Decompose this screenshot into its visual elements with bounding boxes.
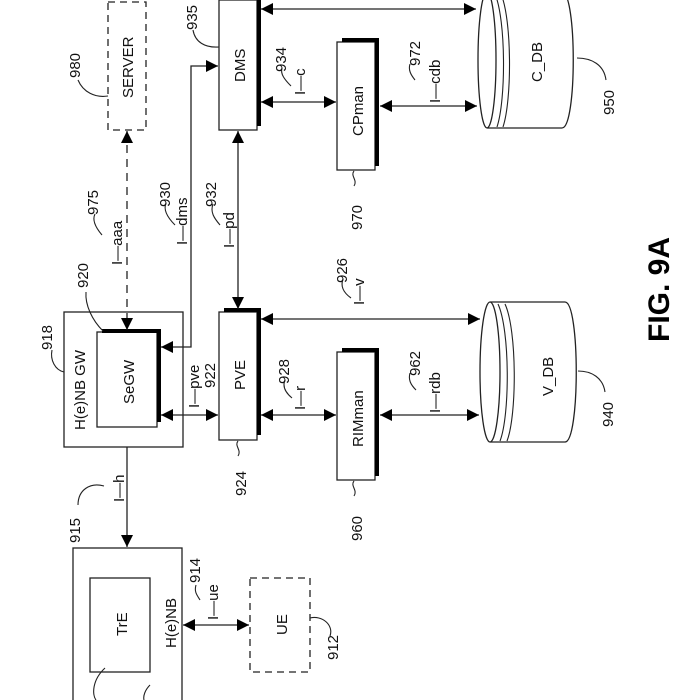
server-node[interactable]: SERVER <box>107 1 147 131</box>
v-db-ring-2 <box>504 303 515 442</box>
i-aaa-ref-leader <box>93 213 103 236</box>
henb-gw-ref-leader <box>51 349 65 373</box>
i-pd-ref-leader <box>211 203 221 226</box>
tre-node[interactable]: TrE <box>89 577 151 673</box>
segw-box[interactable] <box>96 331 158 428</box>
pve-thick-edge <box>224 308 261 435</box>
rimman-label: RIMman <box>350 390 367 447</box>
server-ref: 980 <box>67 53 84 78</box>
henb-gw-ref: 918 <box>39 325 56 350</box>
segw-node[interactable]: SeGW <box>96 329 161 428</box>
i-rdb-ref-leader <box>408 372 417 391</box>
v-db-ref: 940 <box>600 402 617 427</box>
i-ue-ref-leader <box>194 584 201 601</box>
cpman-node[interactable]: CPman <box>336 38 379 171</box>
i-pd-ref: 932 <box>203 182 220 207</box>
i-r-ref: 928 <box>276 359 293 384</box>
v-db-cap <box>479 301 501 443</box>
i-v-ref: 926 <box>334 258 351 283</box>
i-aaa-ref: 975 <box>85 190 102 215</box>
pve-node[interactable]: PVE <box>218 308 261 441</box>
i-rdb-ref: 962 <box>407 351 424 376</box>
i-c-ref-leader <box>281 67 292 87</box>
i-r-label: I—r <box>292 386 309 410</box>
server-ref-leader <box>77 79 109 97</box>
ue-label: UE <box>274 614 291 635</box>
rimman-thick-edge <box>342 348 379 476</box>
henb-ref: 915 <box>67 518 84 543</box>
i-r-ref-leader <box>283 379 293 399</box>
segw-ref-leader <box>85 291 104 332</box>
dms-label: DMS <box>232 49 249 82</box>
server-box[interactable] <box>107 1 147 131</box>
i-cdb-ref: 972 <box>407 41 424 66</box>
dms-ref-leader <box>192 29 220 48</box>
i-h-label: I—h <box>111 474 128 502</box>
cpman-label: CPman <box>350 86 367 136</box>
ue-node[interactable]: UE <box>249 577 311 673</box>
v-db-node[interactable]: V_DB <box>479 301 577 443</box>
c-db-label: C_DB <box>529 42 546 82</box>
pve-box[interactable] <box>218 311 258 441</box>
i-v-ref-leader <box>341 278 352 299</box>
i-v-label: I—v <box>351 278 368 305</box>
i-pve-ref: 922 <box>202 363 219 388</box>
rimman-ref: 960 <box>349 516 366 541</box>
rimman-node[interactable]: RIMman <box>336 348 379 481</box>
i-ue-label: I—ue <box>205 584 222 620</box>
i-pd-label: I—pd <box>221 212 238 248</box>
henb-leader-line <box>143 684 151 700</box>
v-db-ring-1 <box>497 303 508 442</box>
rimman-ref-leader <box>352 480 356 497</box>
cpman-ref-leader <box>352 170 356 187</box>
cpman-ref: 970 <box>349 205 366 230</box>
tre-leader-line <box>93 667 106 700</box>
tre-label: TrE <box>114 612 131 636</box>
i-aaa-label: I—aaa <box>109 220 126 265</box>
cpman-box[interactable] <box>336 41 376 171</box>
segw-label: SeGW <box>121 359 138 404</box>
cpman-thick-edge <box>342 38 379 166</box>
i-pve-label: I—pve <box>186 365 203 408</box>
server-label: SERVER <box>120 36 137 98</box>
i-cdb-ref-leader <box>408 63 416 81</box>
henb-label: H(e)NB <box>163 598 180 648</box>
segw-ref: 920 <box>75 263 92 288</box>
i-h-ref-leader <box>77 484 105 506</box>
i-cdb-label: I—cdb <box>427 60 444 103</box>
figure-title: FIG. 9A <box>643 237 676 342</box>
v-db-label: V_DB <box>540 357 557 396</box>
pve-ref-leader <box>236 440 240 457</box>
c-db-ref-leader <box>576 57 607 81</box>
henb-gw-label: H(e)NB GW <box>72 349 89 430</box>
i-dms-ref: 930 <box>157 182 174 207</box>
i-dms-connector[interactable] <box>183 60 218 348</box>
c-db-ring-1 <box>496 0 505 128</box>
segw-thick-edge <box>102 329 161 422</box>
ue-box[interactable] <box>249 577 311 673</box>
i-dms-label: I—dms <box>174 197 191 245</box>
dms-box[interactable] <box>218 0 258 131</box>
i-dms-ref-leader <box>164 202 176 226</box>
i-ue-ref: 914 <box>187 558 204 583</box>
ue-ref: 912 <box>325 635 342 660</box>
pve-ref: 924 <box>233 471 250 496</box>
c-db-ring-2 <box>502 0 511 128</box>
v-db-body[interactable] <box>490 301 577 443</box>
ue-ref-leader <box>309 616 332 637</box>
c-db-node[interactable]: C_DB <box>477 0 574 129</box>
i-rdb-label: I—rdb <box>427 372 444 413</box>
pve-label: PVE <box>232 360 249 390</box>
i-c-label: I—c <box>292 68 309 95</box>
i-c-ref: 934 <box>273 47 290 72</box>
c-db-cap <box>477 0 497 129</box>
rimman-box[interactable] <box>336 351 376 481</box>
v-db-ref-leader <box>577 370 606 393</box>
c-db-ref: 950 <box>601 90 618 115</box>
tre-box[interactable] <box>89 577 151 673</box>
dms-ref: 935 <box>184 5 201 30</box>
dms-node[interactable]: DMS <box>218 0 261 131</box>
